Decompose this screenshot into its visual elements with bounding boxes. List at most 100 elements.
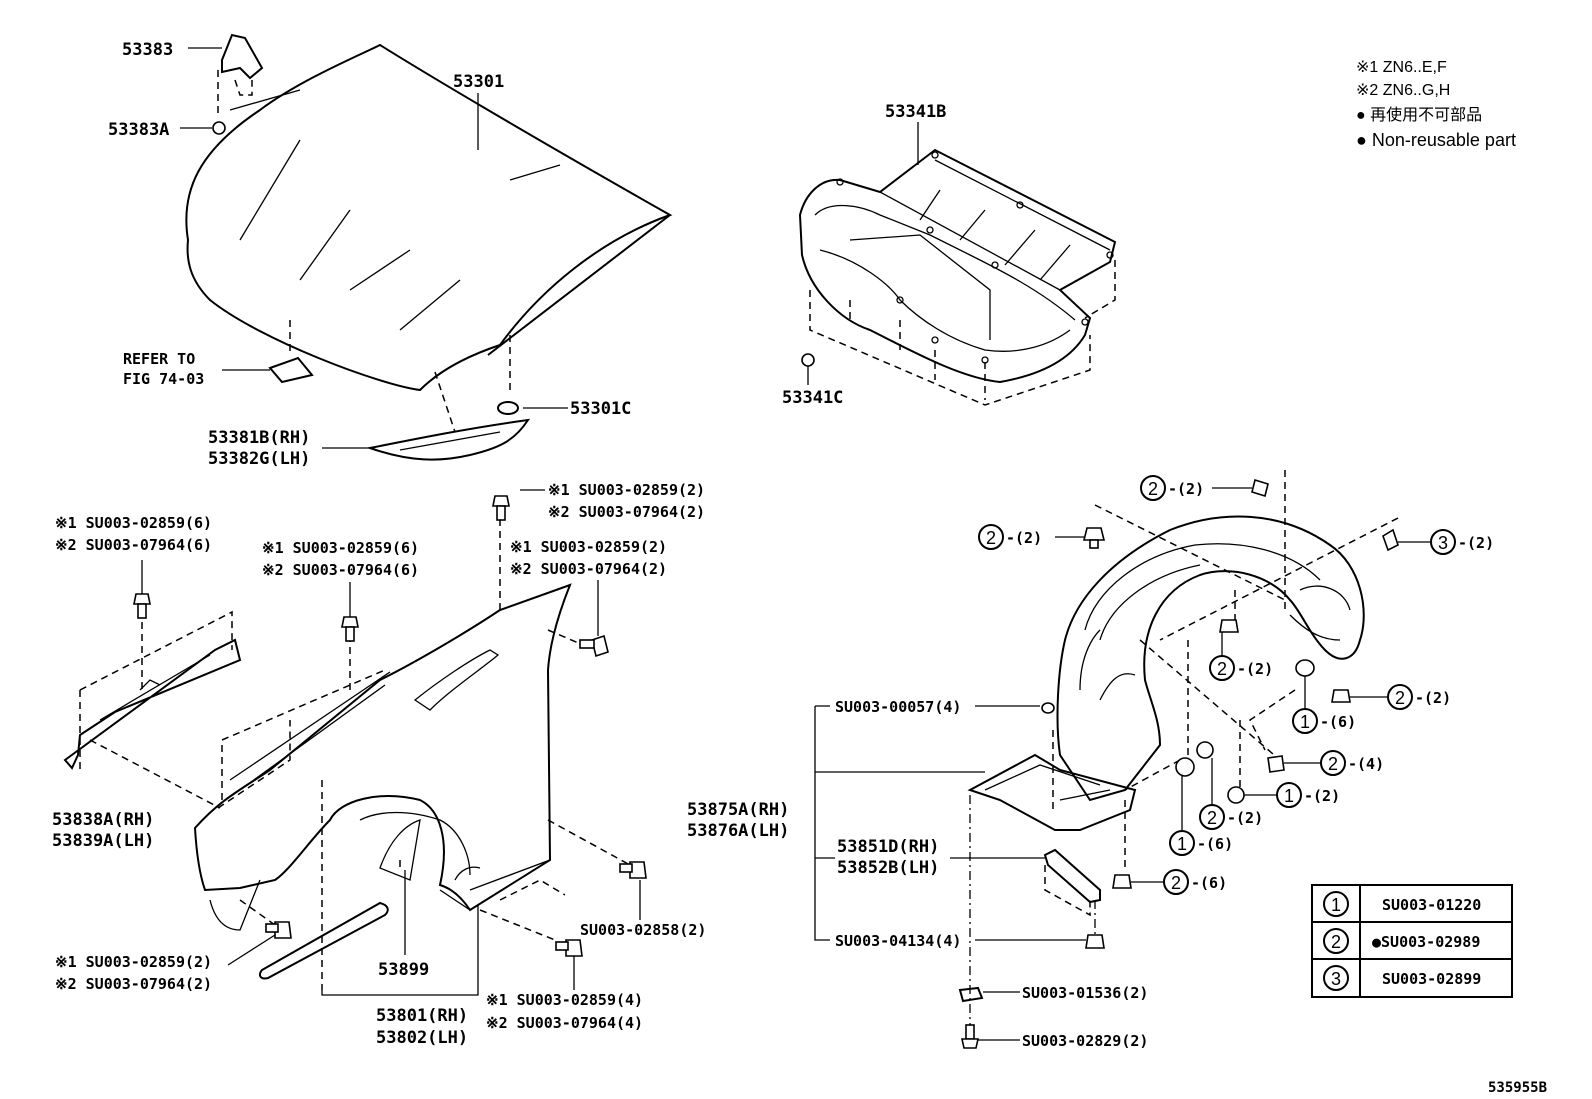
callout-2-icon: [978, 524, 1004, 550]
table-row-part: SU003-01220: [1382, 896, 1481, 914]
bolt-SU003-02829-icon: [961, 1024, 979, 1049]
callout-number: 2: [1395, 688, 1405, 708]
label-bolt-g1: ※1 SU003-02859(4): [486, 991, 643, 1009]
label-qty: -(6): [1320, 713, 1356, 731]
fender-bolt-icon: [133, 593, 151, 619]
label-53802: 53802(LH): [376, 1028, 468, 1048]
bracket-53851D: [1043, 848, 1101, 904]
label-bolt-f: SU003-02858(2): [580, 921, 706, 939]
label-53851D: 53851D(RH): [837, 837, 939, 857]
label-bolt-g2: ※2 SU003-07964(4): [486, 1014, 643, 1032]
hood-bracket-53383: [217, 33, 264, 118]
liner-clip-icon: [1295, 659, 1315, 677]
callout-number: 2: [986, 528, 996, 548]
label-qty: -(4): [1348, 755, 1384, 773]
table-row-num: 3: [1331, 969, 1341, 989]
label-qty: -(2): [1006, 529, 1042, 547]
fender-bolt-icon: [492, 495, 510, 521]
label-bolt-d2: ※2 SU003-07964(2): [510, 560, 667, 578]
callout-number: 1: [1177, 834, 1187, 854]
cushion-53301C-icon: [497, 401, 519, 415]
label-qty: -(6): [1197, 835, 1233, 853]
nut-SU003-01536-icon: [958, 986, 984, 1003]
label-su00057: SU003-00057(4): [835, 698, 961, 716]
table-row-part: SU003-02899: [1382, 970, 1481, 988]
fender-liner-53875A: [967, 515, 1365, 831]
fender-bolt-icon: [341, 616, 359, 642]
label-bolt-c2: ※2 SU003-07964(2): [548, 503, 705, 521]
label-53381B: 53381B(RH): [208, 428, 310, 448]
label-53899: 53899: [378, 960, 429, 980]
callout-number: 2: [1148, 479, 1158, 499]
label-53875A: 53875A(RH): [687, 800, 789, 820]
liner-clip-icon: [1219, 619, 1239, 633]
clip-53341C-icon: [801, 353, 815, 367]
callout-2-icon: [1140, 475, 1166, 501]
label-refer-fig: FIG 74-03: [123, 370, 204, 388]
table-row-part: ●SU003-02989: [1372, 933, 1480, 951]
label-su02829: SU003-02829(2): [1022, 1032, 1148, 1050]
table-row-num: 2: [1331, 932, 1341, 952]
callout-number: 1: [1284, 786, 1294, 806]
label-su04134: SU003-04134(4): [835, 932, 961, 950]
fender-bolt-icon: [555, 939, 583, 957]
callout-2-icon: [1209, 655, 1235, 681]
label-53838A: 53838A(RH): [52, 810, 154, 830]
legend-nonreusable-en: ● Non-reusable part: [1356, 130, 1516, 150]
label-refer-to: REFER TO: [123, 350, 195, 368]
label-qty: -(6): [1191, 874, 1227, 892]
fender-bracket-53838A: [63, 638, 242, 770]
callout-2-icon: [1199, 804, 1225, 830]
callout-2-icon: [1320, 750, 1346, 776]
parts-table: 1 2 3 SU003-01220 ●SU003-02989 SU003-028…: [1311, 884, 1513, 998]
callout-number: 2: [1171, 873, 1181, 893]
label-bolt-b1: ※1 SU003-02859(6): [262, 539, 419, 557]
liner-clip-icon: [1382, 528, 1399, 552]
fender-53801: [193, 583, 572, 931]
label-bolt-b2: ※2 SU003-07964(6): [262, 561, 419, 579]
fender-bolt-icon: [619, 861, 647, 879]
liner-clip-icon: [1085, 934, 1105, 949]
liner-clip-icon: [1331, 689, 1351, 703]
callout-number: 3: [1438, 533, 1448, 553]
fender-bolt-icon: [579, 634, 609, 658]
callout-number: 1: [1300, 712, 1310, 732]
label-qty: -(2): [1304, 787, 1340, 805]
label-su01536: SU003-01536(2): [1022, 984, 1148, 1002]
label-bolt-e1: ※1 SU003-02859(2): [55, 953, 212, 971]
legend-note2: ※2 ZN6..G,H: [1356, 82, 1450, 99]
hood-53301: [185, 43, 673, 392]
fender-liner-53899: [259, 901, 389, 980]
refer-tag-icon: [268, 356, 314, 384]
label-53301: 53301: [453, 72, 504, 92]
liner-clip-icon: [1175, 757, 1195, 777]
table-callout-icon: [1323, 891, 1349, 917]
label-53301C: 53301C: [570, 399, 631, 419]
callout-2-icon: [1387, 684, 1413, 710]
grommet-SU003-00057-icon: [1041, 702, 1055, 714]
label-qty: -(2): [1168, 480, 1204, 498]
label-53876A: 53876A(LH): [687, 821, 789, 841]
liner-clip-icon: [1227, 786, 1245, 804]
callout-1-icon: [1292, 708, 1318, 734]
under-cover-53341B: [798, 148, 1117, 384]
table-callout-icon: [1323, 928, 1349, 954]
callout-number: 2: [1207, 808, 1217, 828]
label-qty: -(2): [1237, 660, 1273, 678]
liner-clip-icon: [1251, 478, 1269, 498]
label-53341B: 53341B: [885, 102, 946, 122]
callout-1-icon: [1169, 830, 1195, 856]
fender-bolt-icon: [265, 921, 292, 939]
callout-1-icon: [1276, 782, 1302, 808]
callout-3-icon: [1430, 529, 1456, 555]
label-53382G: 53382G(LH): [208, 449, 310, 469]
table-callout-icon: [1323, 965, 1349, 991]
clip-53383A-icon: [212, 121, 226, 135]
label-bolt-a2: ※2 SU003-07964(6): [55, 536, 212, 554]
label-53383: 53383: [122, 40, 173, 60]
figure-number: 535955B: [1488, 1080, 1547, 1096]
label-53839A: 53839A(LH): [52, 831, 154, 851]
legend-nonreusable-jp: ● 再使用不可部品: [1356, 106, 1482, 124]
label-53341C: 53341C: [782, 388, 843, 408]
